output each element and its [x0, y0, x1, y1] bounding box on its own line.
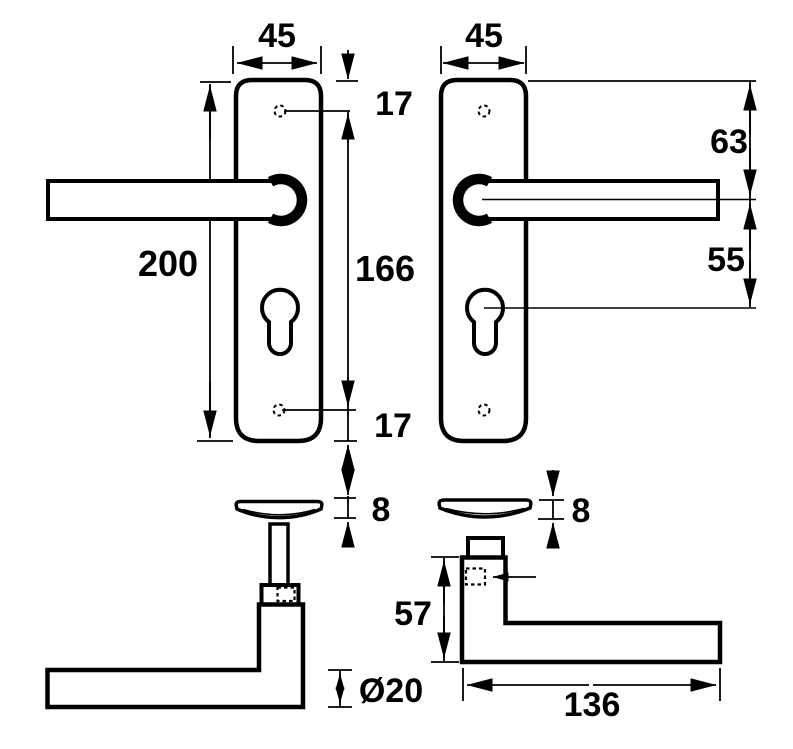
dim-label-screw-spacing: 166 — [355, 248, 415, 289]
right-lever-neck-cap — [466, 536, 505, 560]
right-side-view — [437, 498, 723, 665]
right-lever-side-profile — [459, 555, 723, 665]
dimension-grip-diameter — [328, 669, 352, 708]
left-lever-side-profile — [45, 602, 306, 710]
dim-label-handle-top-offset: 63 — [710, 123, 748, 161]
left-lever-grip — [46, 179, 302, 221]
right-plate-section-inner-line — [445, 507, 525, 515]
spindle-hole-hidden-right — [464, 567, 487, 586]
dim-label-handle-length: 136 — [564, 686, 621, 724]
dim-label-plate-length: 200 — [138, 243, 198, 284]
dimension-handle-length — [462, 668, 721, 701]
dim-label-screw-top-offset: 17 — [375, 85, 413, 123]
right-backplate-front-view — [438, 77, 529, 444]
right-plate-section — [437, 498, 533, 519]
left-side-view — [45, 499, 324, 710]
spindle-hole-hidden-left — [276, 586, 296, 603]
left-plate-section-inner-line — [242, 508, 316, 516]
left-lever-rose-boss — [267, 173, 308, 227]
dim-label-screw-bottom-offset: 17 — [374, 407, 412, 445]
dimension-plate-thickness-right — [538, 470, 564, 549]
dimension-screw-spacing-chain — [282, 50, 358, 548]
spindle-shaft — [268, 522, 290, 588]
dim-label-plate-thickness-right: 8 — [572, 492, 591, 530]
right-lever-rose-boss — [452, 173, 493, 227]
screw-hole-top-right — [477, 104, 491, 118]
euro-cylinder-keyhole-left — [260, 287, 300, 356]
left-backplate-outline — [233, 77, 324, 444]
left-backplate-front-view — [233, 77, 324, 444]
dim-label-neck-height: 57 — [394, 595, 432, 633]
screw-hole-bottom-right — [477, 403, 491, 417]
left-lever-front-view — [46, 173, 308, 227]
dim-label-grip-diameter: Ø20 — [359, 672, 423, 710]
dimension-neck-height — [431, 556, 459, 663]
dim-label-plate-width-left: 45 — [258, 17, 296, 55]
dimension-handle-offsets-right — [482, 80, 757, 309]
euro-cylinder-keyhole-right — [465, 287, 505, 356]
right-backplate-outline — [438, 77, 529, 444]
dimension-labels: 45 45 17 63 200 166 55 17 8 8 57 Ø20 136 — [138, 17, 748, 724]
dim-label-plate-width-right: 45 — [465, 17, 503, 55]
dimension-plate-width-left — [232, 46, 322, 74]
dimension-plate-length — [197, 81, 233, 442]
dim-label-handle-to-cylinder: 55 — [707, 241, 745, 279]
dim-label-plate-thickness-left: 8 — [372, 491, 391, 529]
dimension-plate-width-right — [440, 46, 527, 74]
